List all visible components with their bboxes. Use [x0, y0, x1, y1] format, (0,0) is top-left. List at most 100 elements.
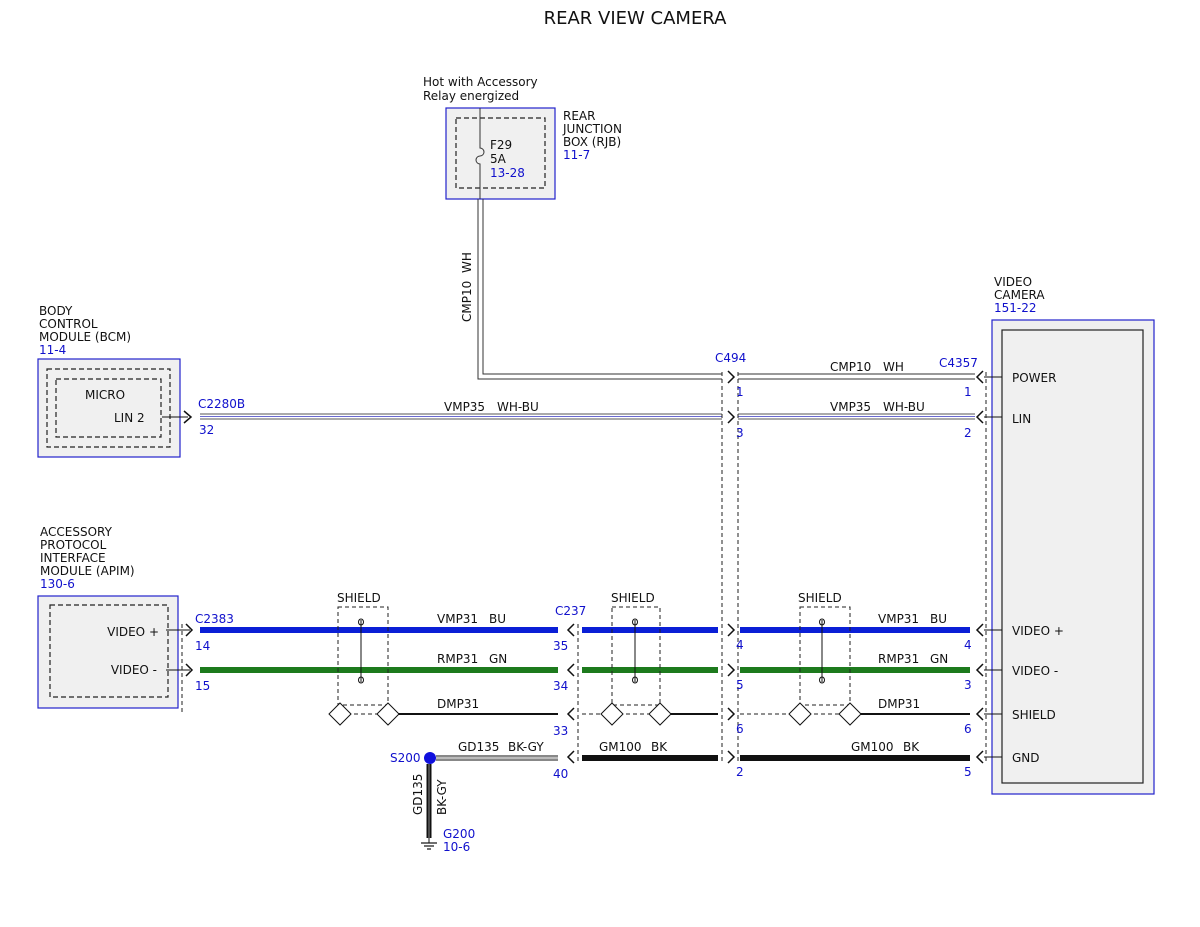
camera-ref: 151-22	[994, 301, 1037, 315]
shield-2-label: SHIELD	[611, 591, 655, 605]
wire-gm100-name: GM100	[599, 740, 642, 754]
wire-gd135: GD135 BK-GY GD135 BK-GY	[411, 740, 558, 838]
wire-bkgy-color: BK-GY	[508, 740, 544, 754]
rjb-note-line1: Hot with Accessory	[423, 75, 538, 89]
wire-cmp10-name-vertical: CMP10	[460, 281, 474, 322]
c4357-pin1: 1	[964, 385, 972, 399]
wire-gn-color: GN	[489, 652, 507, 666]
wire-wh-color-vertical: WH	[460, 252, 474, 273]
bcm-lin-label: LIN 2	[114, 411, 145, 425]
c4357-pin3: 3	[964, 678, 972, 692]
rjb-name-line1: REAR	[563, 109, 595, 123]
shield-2: SHIELD	[600, 591, 672, 726]
wire-bkgy-color-vertical: BK-GY	[435, 779, 449, 815]
connector-c237-label: C237	[555, 604, 586, 618]
connector-c4357-label: C4357	[939, 356, 978, 370]
wire-dmp31-name: DMP31	[437, 697, 479, 711]
wire-gn-color-2: GN	[930, 652, 948, 666]
wire-vmp35-name-2: VMP35	[830, 400, 871, 414]
wire-whbu-color: WH-BU	[497, 400, 539, 414]
connector-c2383-label: C2383	[195, 612, 234, 626]
c4357-pin4: 4	[964, 638, 972, 652]
body-control-module: BODY CONTROL MODULE (BCM) 11-4 MICRO LIN…	[37, 304, 181, 458]
wire-rmp31-name: RMP31	[437, 652, 478, 666]
wire-vmp35: VMP35 WH-BU VMP35 WH-BU C2280B 32	[162, 397, 975, 437]
c494-pin6: 6	[736, 722, 744, 736]
connector-c4357	[975, 370, 984, 764]
rjb-ref: 11-7	[563, 148, 590, 162]
connector-c237	[566, 623, 575, 764]
wire-gm100-name-2: GM100	[851, 740, 894, 754]
bcm-name-line3: MODULE (BCM)	[39, 330, 131, 344]
rjb-box	[445, 107, 556, 200]
fuse-amps: 5A	[490, 152, 507, 166]
connector-c2280b-pin: 32	[199, 423, 214, 437]
shield-3: SHIELD	[788, 591, 862, 726]
c4357-pin2: 2	[964, 426, 972, 440]
rear-junction-box: Hot with Accessory Relay energized REAR …	[423, 75, 622, 200]
camera-inner-box	[1001, 329, 1144, 784]
apim-name-line1: ACCESSORY	[40, 525, 113, 539]
wire-vmp31-name-2: VMP31	[878, 612, 919, 626]
apim-inner-outline	[49, 604, 169, 698]
connector-c2383	[185, 623, 194, 677]
camera-pin-shield: SHIELD	[1012, 708, 1056, 722]
ground-g200-label: G200	[443, 827, 475, 841]
bcm-name-line2: CONTROL	[39, 317, 98, 331]
c4357-pin5: 5	[964, 765, 972, 779]
diagram-title: REAR VIEW CAMERA	[544, 8, 727, 29]
bcm-box	[37, 358, 181, 458]
apim-module: ACCESSORY PROTOCOL INTERFACE MODULE (API…	[37, 525, 179, 709]
apim-name-line3: INTERFACE	[40, 551, 106, 565]
rjb-note-line2: Relay energized	[423, 89, 519, 103]
c2383-pin15: 15	[195, 679, 210, 693]
wire-gd135-name-vertical: GD135	[411, 774, 425, 815]
bcm-name-line1: BODY	[39, 304, 73, 318]
bcm-micro-label: MICRO	[85, 388, 125, 402]
c237-pin33: 33	[553, 724, 568, 738]
apim-ref: 130-6	[40, 577, 75, 591]
rjb-name-line3: BOX (RJB)	[563, 135, 621, 149]
wire-gd135-name: GD135	[458, 740, 499, 754]
ground-g200: G200 10-6	[421, 827, 475, 854]
wire-vmp31: VMP31 BU VMP31 BU	[200, 612, 970, 633]
apim-box	[37, 595, 179, 709]
connector-c494-label: C494	[715, 351, 746, 365]
camera-pin-video-minus: VIDEO -	[1012, 664, 1058, 678]
bcm-ref: 11-4	[39, 343, 66, 357]
splice-s200-label: S200	[390, 751, 421, 765]
wire-rmp31-name-2: RMP31	[878, 652, 919, 666]
shield-3-label: SHIELD	[798, 591, 842, 605]
rjb-name-line2: JUNCTION	[562, 122, 622, 136]
splice-s200: S200	[390, 751, 436, 765]
c2383-pin14: 14	[195, 639, 210, 653]
apim-name-line4: MODULE (APIM)	[40, 564, 135, 578]
fuse-name: F29	[490, 138, 512, 152]
c494-pin3: 3	[736, 426, 744, 440]
camera-pin-gnd: GND	[1012, 751, 1040, 765]
c237-pin34: 34	[553, 679, 568, 693]
fuse-ref: 13-28	[490, 166, 525, 180]
wire-bk-color-2: BK	[903, 740, 920, 754]
ground-g200-ref: 10-6	[443, 840, 470, 854]
connector-c494	[727, 370, 736, 764]
bcm-outer-outline	[46, 368, 171, 448]
wire-cmp10: CMP10 WH CMP10 WH	[460, 199, 975, 380]
camera-pin-lin: LIN	[1012, 412, 1031, 426]
wire-gm100: GM100 BK GM100 BK	[582, 740, 970, 761]
shield-1: SHIELD	[328, 591, 400, 726]
c237-pin35: 35	[553, 639, 568, 653]
c4357-pin6: 6	[964, 722, 972, 736]
wire-dmp31-name-2: DMP31	[878, 697, 920, 711]
wire-bu-color: BU	[489, 612, 506, 626]
camera-name-line1: VIDEO	[994, 275, 1032, 289]
rjb-inner-outline	[455, 117, 546, 189]
camera-name-line2: CAMERA	[994, 288, 1045, 302]
connector-c2280b: C2280B	[198, 397, 245, 411]
c494-pin4: 4	[736, 638, 744, 652]
c494-pin2: 2	[736, 765, 744, 779]
fuse-symbol	[475, 108, 485, 199]
wire-vmp31-name: VMP31	[437, 612, 478, 626]
video-camera: VIDEO CAMERA 151-22 POWER LIN VIDEO + VI…	[991, 275, 1155, 795]
